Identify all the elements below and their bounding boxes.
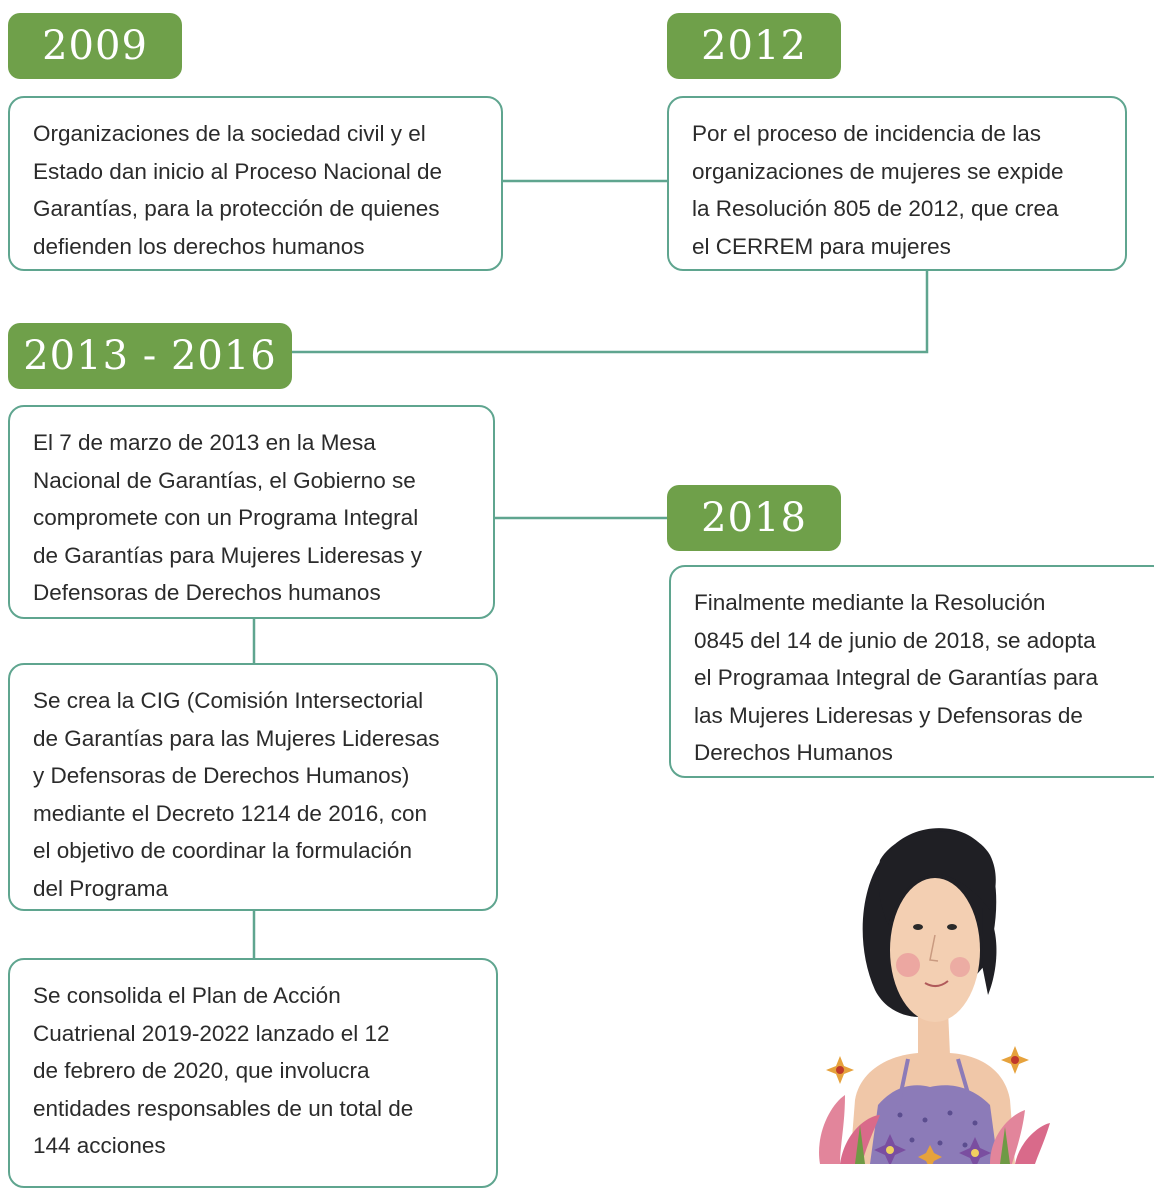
text-line: compromete con un Programa Integral [33,505,419,530]
text-line: 0845 del 14 de junio de 2018, se adopta [694,627,1096,653]
text-line: Se consolida el Plan de Acción [33,983,341,1008]
event-text: Finalmente mediante la Resolución 0845 d… [694,584,1147,772]
event-card-2012: Por el proceso de incidencia de las orga… [667,96,1127,271]
year-label: 2013 - 2016 [23,333,277,379]
text-line: Garantías, para la protección de quienes [33,196,440,221]
event-text: Se crea la CIG (Comisión Intersectorial … [33,682,476,907]
text-line: Derechos Humanos [694,740,893,765]
text-line: entidades responsables de un total de [33,1095,414,1121]
text-line: Estado dan inicio al Proceso Nacional de [33,158,442,184]
woman-illustration [819,828,1050,1164]
text-line: y Defensoras de Derechos Humanos) [33,763,410,788]
event-card-2009: Organizaciones de la sociedad civil y el… [8,96,503,271]
text-line: de Garantías para las Mujeres Lideresas [33,725,440,751]
connector-2012-2013 [292,270,929,354]
year-badge-2018: 2018 [667,485,841,551]
text-line: 144 acciones [33,1133,166,1158]
text-line: Cuatrienal 2019-2022 lanzado el 12 [33,1020,390,1046]
hair-front [877,831,996,925]
text-line: de Garantías para Mujeres Lideresas y [33,542,422,568]
text-line: Nacional de Garantías, el Gobierno se [33,467,416,493]
year-label: 2012 [701,23,807,69]
text-line: El 7 de marzo de 2013 en la Mesa [33,430,376,455]
text-line: Se crea la CIG (Comisión Intersectorial [33,688,424,713]
face [890,878,980,1022]
text-line: la Resolución 805 de 2012, que crea [692,196,1059,221]
event-text: Por el proceso de incidencia de las orga… [692,115,1105,265]
year-badge-2013-2016: 2013 - 2016 [8,323,292,389]
text-line: Finalmente mediante la Resolución [694,590,1046,615]
text-line: Defensoras de Derechos humanos [33,580,381,605]
event-card-2013: El 7 de marzo de 2013 en la Mesa Naciona… [8,405,495,619]
year-badge-2012: 2012 [667,13,841,79]
timeline-connectors [252,179,929,960]
event-card-2016: Se crea la CIG (Comisión Intersectorial … [8,663,498,911]
text-line: Por el proceso de incidencia de las [692,121,1041,146]
event-text: Organizaciones de la sociedad civil y el… [33,115,481,265]
text-line: el Programaa Integral de Garantías para [694,665,1098,690]
event-card-2020: Se consolida el Plan de Acción Cuatriena… [8,958,498,1188]
year-label: 2009 [42,23,148,69]
text-line: organizaciones de mujeres se expide [692,158,1064,184]
year-label: 2018 [701,495,807,541]
text-line: el objetivo de coordinar la formulación [33,838,412,863]
text-line: defienden los derechos humanos [33,233,365,259]
flowers [819,1046,1050,1164]
event-text: El 7 de marzo de 2013 en la Mesa Naciona… [33,424,473,612]
year-badge-2009: 2009 [8,13,182,79]
text-line: de febrero de 2020, que involucra [33,1058,370,1083]
event-card-2018: Finalmente mediante la Resolución 0845 d… [669,565,1154,778]
text-line: el CERREM para mujeres [692,233,951,259]
text-line: del Programa [33,875,169,901]
text-line: mediante el Decreto 1214 de 2016, con [33,800,428,826]
event-text: Se consolida el Plan de Acción Cuatriena… [33,977,476,1165]
text-line: las Mujeres Lideresas y Defensoras de [694,702,1083,728]
text-line: Organizaciones de la sociedad civil y el [33,121,426,146]
